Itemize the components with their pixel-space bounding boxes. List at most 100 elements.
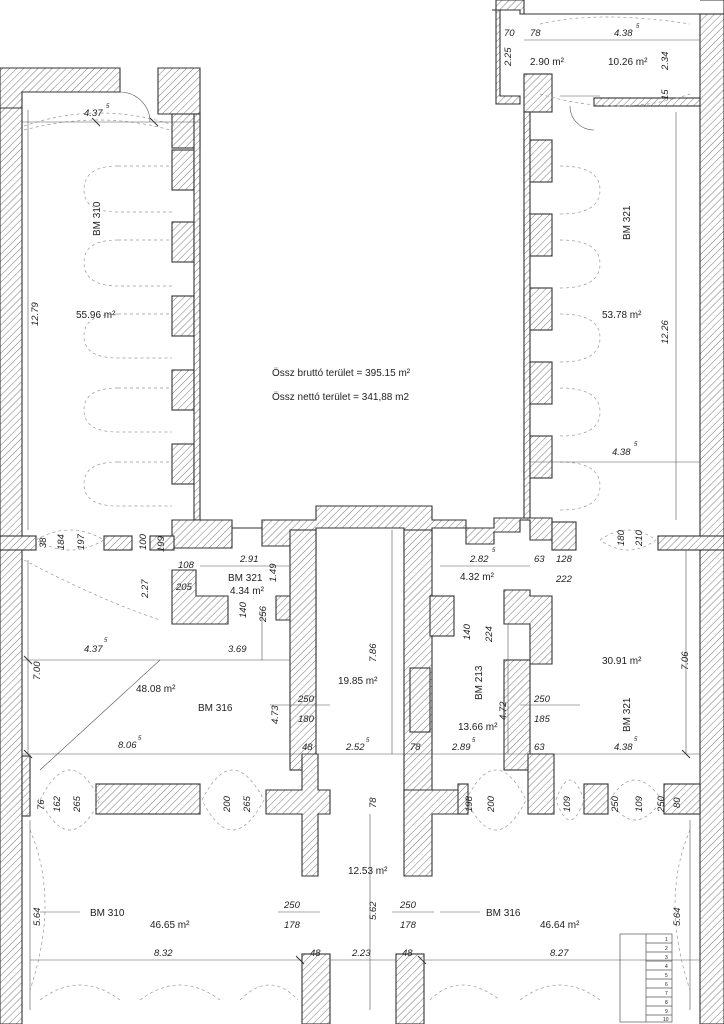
dim-label: 2.82 — [469, 554, 489, 565]
dim-label: 100 — [138, 533, 149, 550]
pier — [429, 595, 455, 637]
pier — [583, 783, 609, 815]
pier — [527, 753, 555, 815]
room-name-bm310-top: BM 310 — [92, 201, 103, 236]
wall — [657, 535, 724, 551]
pier — [171, 295, 195, 337]
gross-area-summary: Össz bruttó terület = 395.15 m² — [272, 367, 411, 379]
dim-label: 178 — [400, 920, 417, 931]
dim-label: 5 — [106, 104, 110, 110]
dim-label: 198 — [464, 795, 475, 812]
dim-label: 5 — [636, 24, 640, 30]
dim-label: 178 — [284, 920, 301, 931]
dim-label: 1.49 — [268, 563, 279, 582]
dim-label: 8.27 — [550, 948, 569, 959]
wall-left-outer — [0, 107, 23, 1024]
room-area-bm321-mid: 30.91 m² — [602, 656, 642, 667]
dim-label: 200 — [222, 795, 233, 813]
room-name-bm213: BM 213 — [474, 665, 485, 700]
dim-label: 80 — [672, 797, 683, 808]
wall — [457, 783, 469, 815]
dim-label: 184 — [56, 534, 67, 550]
dim-label: 5 — [472, 738, 476, 744]
dimension-lines — [22, 39, 700, 1010]
dim-label: 5 — [634, 737, 638, 743]
wall-annex-partition — [593, 97, 701, 107]
wall — [21, 755, 31, 817]
dim-label: 63 — [534, 554, 545, 565]
pier — [171, 443, 195, 485]
wall-cross-west — [265, 753, 331, 877]
dim-label: 222 — [555, 574, 573, 585]
dim-label: 12.26 — [660, 320, 671, 344]
room-name-bm321-top: BM 321 — [622, 205, 633, 240]
dim-label: 63 — [534, 742, 545, 753]
wall-top-left-right — [157, 67, 201, 115]
wall-court-south — [171, 505, 553, 555]
dim-label: 5 — [104, 638, 108, 644]
dim-label: 185 — [534, 714, 551, 725]
dim-label: 4.38 — [614, 742, 633, 753]
room-name-bm310-bottom: BM 310 — [90, 908, 125, 919]
dim-label: 199 — [156, 535, 167, 552]
room-name-bm316-mid: BM 316 — [198, 703, 233, 714]
dim-label: 78 — [368, 797, 379, 808]
room-area-bm310-bottom: 46.65 m² — [150, 920, 190, 931]
dim-label: 140 — [462, 623, 473, 640]
room-area-hall: 12.53 m² — [348, 866, 388, 877]
dim-label: 5 — [138, 736, 142, 742]
dim-label: 48 — [310, 948, 321, 959]
dim-label: 2.91 — [239, 554, 259, 565]
wall-bm213-east — [503, 659, 531, 771]
dim-label: 15 — [660, 89, 671, 100]
dim-label: 5 — [492, 548, 496, 554]
dim-label: 4.73 — [270, 705, 281, 724]
dim-label: 76 — [36, 799, 47, 810]
wall-bm213 — [503, 589, 553, 665]
dim-label: 5.64 — [672, 908, 683, 927]
dim-label: 70 — [504, 28, 515, 39]
stair-step-9: 9 — [665, 1009, 668, 1015]
dim-label: 8.06 — [118, 740, 137, 751]
dim-label: 3.69 — [228, 644, 247, 655]
dim-label: 12.79 — [30, 302, 41, 326]
room-area-bm321-small: 4.34 m² — [230, 586, 265, 597]
wall — [663, 783, 701, 815]
dim-label: 109 — [634, 795, 645, 812]
dim-label: 5.64 — [32, 908, 43, 927]
dim-label: 5.62 — [368, 901, 379, 920]
room-area-bm321-top: 53.78 m² — [602, 310, 642, 321]
dim-label: 2.27 — [140, 579, 151, 599]
dim-label: 180 — [298, 714, 315, 725]
stair-step-5: 5 — [665, 973, 668, 979]
dim-label: 250 — [297, 694, 315, 705]
wall-annex-pier — [523, 73, 553, 113]
dim-label: 256 — [258, 605, 269, 623]
wall — [551, 521, 577, 551]
dim-label: 180 — [616, 529, 627, 546]
room-area-small-a: 2.90 m² — [530, 57, 565, 68]
wall-small-room — [171, 569, 229, 625]
room-area-bm316-bottom: 46.64 m² — [540, 920, 580, 931]
dim-label: 250 — [399, 900, 417, 911]
dim-label: 7.00 — [32, 661, 43, 680]
stair-step-10: 10 — [663, 1017, 669, 1023]
dim-label: 2.52 — [345, 742, 365, 753]
wall — [103, 535, 133, 551]
dim-label: 5 — [634, 442, 638, 448]
wall — [0, 535, 37, 551]
dim-label: 78 — [530, 28, 541, 39]
wall-cross-east — [403, 789, 461, 877]
dim-label: 4.37 — [84, 644, 103, 655]
room-name-bm321-mid: BM 321 — [622, 697, 633, 732]
stair-step-2: 2 — [665, 946, 668, 952]
dim-label: 4.72 — [498, 701, 509, 720]
dim-label: 108 — [178, 560, 195, 571]
dim-label: 224 — [484, 626, 495, 643]
dim-label: 197 — [76, 533, 87, 550]
staircase: 1 2 3 4 5 6 7 8 9 10 — [619, 933, 673, 1023]
wall — [149, 535, 175, 551]
dim-label: 4.37 — [84, 108, 103, 119]
dim-label: 250 — [656, 795, 667, 813]
